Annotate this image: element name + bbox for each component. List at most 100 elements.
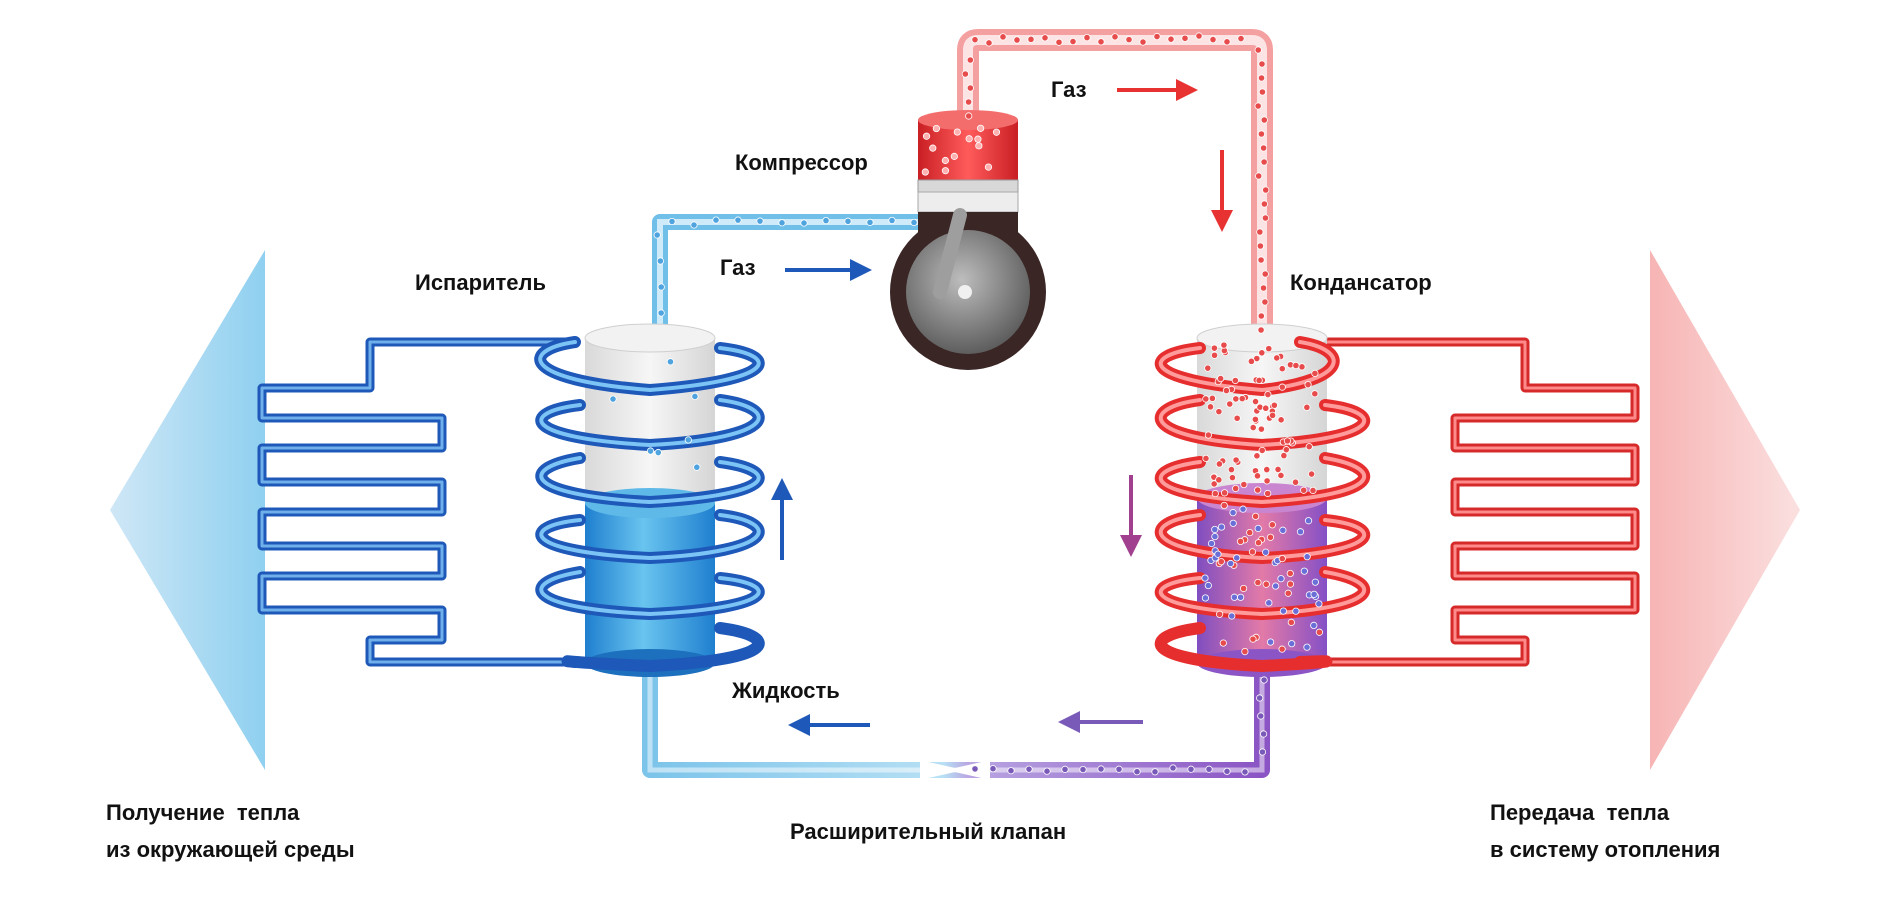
- particle: [1253, 472, 1262, 480]
- particle: [1220, 341, 1228, 349]
- expansion-valve-constriction: [920, 760, 990, 780]
- particle: [1310, 621, 1318, 629]
- particle: [1298, 363, 1306, 371]
- particle: [1292, 607, 1300, 615]
- particle: [1027, 35, 1035, 43]
- particle: [1211, 532, 1219, 541]
- particle: [971, 765, 979, 773]
- particle: [1226, 400, 1234, 408]
- evaporator-label: Испаритель: [415, 270, 546, 295]
- particle: [1261, 298, 1269, 306]
- particle: [1215, 408, 1223, 416]
- particle: [712, 216, 720, 224]
- flow-arrow-left-blue: [788, 714, 870, 736]
- particle: [1257, 256, 1265, 264]
- particle: [977, 124, 985, 132]
- particle: [1296, 528, 1305, 536]
- particle: [992, 128, 1001, 136]
- particle: [1256, 228, 1264, 236]
- particle: [1265, 599, 1273, 607]
- gas-out-label: Газ: [1051, 77, 1087, 102]
- particle: [1247, 357, 1255, 365]
- particle: [1216, 610, 1224, 618]
- particle: [1202, 454, 1210, 463]
- particle: [1311, 390, 1319, 398]
- particle: [1223, 38, 1231, 46]
- particle: [654, 448, 662, 457]
- particle: [1270, 401, 1278, 409]
- particle: [1265, 345, 1273, 353]
- particle: [1278, 554, 1286, 563]
- particle: [1310, 590, 1318, 598]
- particle: [1217, 374, 1225, 383]
- particle: [1207, 539, 1216, 548]
- particle: [1167, 35, 1175, 43]
- particle: [1236, 537, 1245, 546]
- particle: [1279, 526, 1287, 534]
- particle: [1287, 618, 1295, 626]
- particle: [1252, 512, 1260, 520]
- particle: [1254, 539, 1263, 547]
- particle: [953, 128, 961, 136]
- particle: [1258, 88, 1266, 96]
- gas-in-label: Газ: [720, 255, 756, 280]
- particle: [1304, 381, 1312, 389]
- particle: [666, 358, 675, 366]
- particle: [1025, 765, 1033, 773]
- particle: [1181, 34, 1189, 42]
- particle: [1187, 765, 1195, 773]
- particle: [1227, 559, 1235, 568]
- particle: [1268, 521, 1276, 529]
- particle: [922, 132, 931, 140]
- particle: [941, 156, 950, 165]
- flow-arrow-gas-out: [1117, 79, 1198, 101]
- particle: [1303, 553, 1311, 561]
- compressor-label: Компрессор: [735, 150, 868, 175]
- particle: [1220, 501, 1228, 510]
- particle: [1007, 767, 1015, 775]
- particle: [1043, 767, 1051, 775]
- particle: [1201, 574, 1209, 582]
- particle: [1261, 270, 1269, 278]
- particle: [1305, 443, 1313, 451]
- particle: [1254, 578, 1262, 587]
- particle: [1256, 242, 1265, 250]
- particle: [1013, 36, 1021, 44]
- left-radiator-pipe: [257, 337, 575, 667]
- particle: [1254, 486, 1262, 494]
- right-heat-arrow: [1650, 250, 1800, 770]
- particle: [1195, 32, 1203, 40]
- flow-arrow-down-red: [1211, 150, 1233, 232]
- particle: [1227, 465, 1236, 474]
- particle: [929, 144, 937, 152]
- particle: [1262, 404, 1270, 412]
- particle: [965, 112, 973, 120]
- particle: [657, 283, 665, 291]
- flow-arrow-down-purple: [1120, 475, 1142, 557]
- particle: [888, 216, 896, 225]
- particle: [1251, 397, 1260, 406]
- particle: [1208, 394, 1216, 402]
- particle: [734, 216, 742, 224]
- particle: [1201, 594, 1210, 602]
- particle: [1217, 523, 1226, 531]
- particle: [1139, 38, 1147, 46]
- particle: [975, 142, 983, 150]
- particle: [844, 217, 852, 225]
- particle: [999, 33, 1007, 41]
- particle: [1257, 425, 1265, 433]
- particle: [1214, 550, 1222, 558]
- particle: [1283, 437, 1292, 445]
- particle: [656, 257, 664, 265]
- particle: [1284, 589, 1292, 597]
- particle: [646, 447, 655, 455]
- particle: [1249, 423, 1257, 432]
- particle: [1097, 38, 1105, 46]
- particle: [1261, 214, 1270, 222]
- particle: [1258, 748, 1267, 756]
- particle: [1151, 768, 1159, 776]
- particle: [1111, 33, 1119, 41]
- flow-arrow-left-purple: [1058, 711, 1143, 733]
- particle: [1204, 364, 1212, 372]
- particle: [1311, 369, 1319, 377]
